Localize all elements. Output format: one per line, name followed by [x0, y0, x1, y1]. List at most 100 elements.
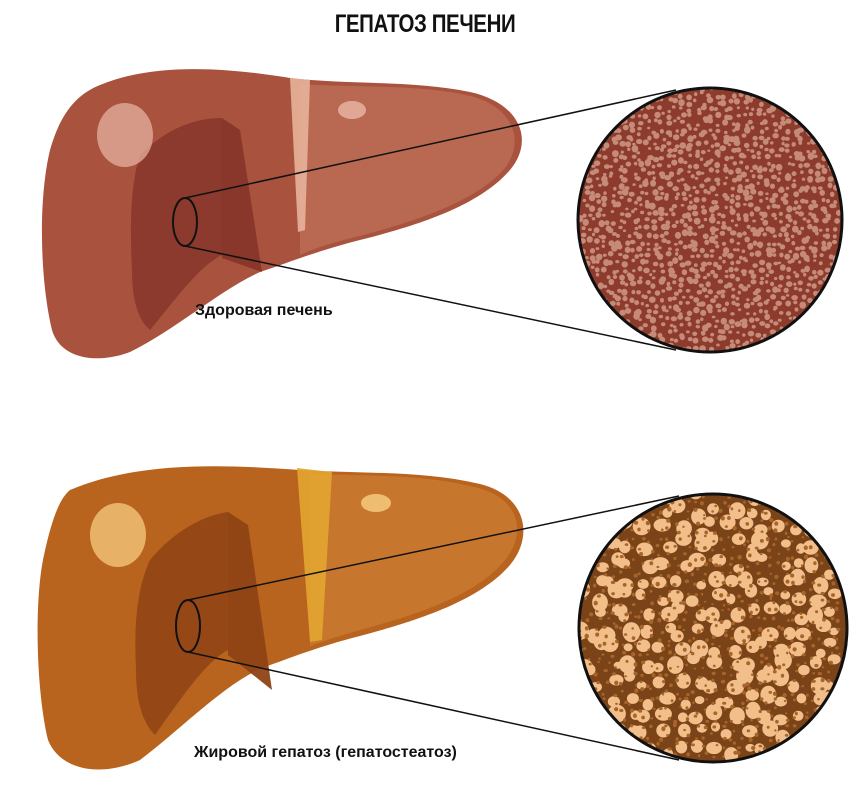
- tissue-cell: [701, 205, 705, 209]
- tissue-cell: [602, 653, 605, 655]
- tissue-cell: [582, 271, 585, 275]
- tissue-cell: [678, 149, 684, 154]
- tissue-cell: [702, 579, 705, 582]
- tissue-cell: [647, 243, 651, 246]
- tissue-cell: [681, 204, 685, 207]
- tissue-cell: [765, 323, 771, 328]
- tissue-cell: [729, 652, 733, 656]
- tissue-cell: [721, 335, 726, 340]
- tissue-cell: [629, 298, 634, 304]
- tissue-cell: [703, 233, 709, 239]
- tissue-cell: [790, 639, 793, 642]
- tissue-cell: [687, 226, 693, 231]
- tissue-cell: [624, 675, 627, 677]
- tissue-cell: [805, 557, 819, 573]
- tissue-cell: [802, 536, 805, 538]
- tissue-cell: [647, 171, 652, 176]
- tissue-cell: [622, 261, 628, 267]
- tissue-cell: [604, 164, 610, 169]
- tissue-cell: [697, 645, 700, 649]
- tissue-cell: [613, 140, 619, 145]
- tissue-cell: [786, 267, 791, 272]
- tissue-cell: [806, 694, 809, 697]
- tissue-cell: [650, 283, 655, 289]
- tissue-cell: [710, 249, 715, 253]
- tissue-cell: [671, 160, 677, 166]
- tissue-cell: [672, 280, 676, 284]
- tissue-cell: [676, 308, 681, 313]
- tissue-cell: [675, 742, 679, 745]
- tissue-cell: [833, 204, 836, 207]
- tissue-cell: [718, 654, 722, 658]
- tissue-cell: [729, 267, 734, 273]
- tissue-cell: [725, 302, 729, 307]
- tissue-cell: [668, 640, 671, 643]
- tissue-cell: [588, 214, 592, 217]
- tissue-cell: [736, 661, 739, 663]
- tissue-cell: [804, 315, 809, 319]
- tissue-cell: [721, 214, 726, 219]
- tissue-cell: [687, 734, 691, 737]
- tissue-cell: [602, 589, 606, 593]
- tissue-cell: [735, 224, 738, 227]
- tissue-cell: [802, 675, 805, 678]
- tissue-cell: [774, 538, 777, 541]
- tissue-cell: [806, 219, 810, 223]
- tissue-cell: [668, 329, 673, 334]
- tissue-cell: [777, 288, 781, 292]
- tissue-cell: [821, 245, 827, 251]
- tissue-cell: [608, 251, 614, 257]
- tissue-cell: [752, 325, 756, 329]
- tissue-cell: [821, 241, 826, 246]
- tissue-cell: [704, 218, 708, 221]
- tissue-cell: [629, 611, 632, 614]
- tissue-cell: [668, 590, 671, 593]
- tissue-cell: [705, 751, 709, 755]
- tissue-cell: [698, 676, 701, 680]
- tissue-cell: [752, 263, 757, 268]
- tissue-cell: [662, 680, 665, 683]
- tissue-cell: [610, 655, 614, 658]
- tissue-cell: [709, 167, 714, 172]
- tissue-cell: [729, 563, 733, 566]
- tissue-cell: [767, 266, 772, 270]
- tissue-cell: [735, 339, 740, 344]
- tissue-cell: [724, 324, 730, 331]
- tissue-cell: [702, 336, 709, 342]
- tissue-cell: [681, 112, 687, 117]
- tissue-cell: [791, 566, 794, 570]
- tissue-cell: [638, 548, 641, 551]
- tissue-cell: [813, 254, 817, 258]
- tissue-cell: [759, 102, 764, 107]
- tissue-cell: [604, 585, 607, 587]
- tissue-cell: [802, 591, 806, 596]
- tissue-cell: [688, 127, 692, 131]
- tissue-cell: [822, 168, 828, 174]
- tissue-cell: [714, 576, 716, 579]
- tissue-cell: [661, 270, 666, 274]
- tissue-cell: [827, 217, 830, 220]
- tissue-cell: [650, 317, 656, 324]
- tissue-cell: [640, 242, 645, 247]
- tissue-cell: [638, 643, 641, 645]
- tissue-cell: [631, 259, 635, 263]
- tissue-cell: [759, 145, 763, 149]
- tissue-cell: [666, 519, 670, 523]
- tissue-cell: [720, 100, 727, 107]
- tissue-cell: [755, 288, 761, 293]
- tissue-cell: [688, 164, 692, 168]
- tissue-cell: [803, 273, 806, 277]
- tissue-cell: [700, 676, 702, 678]
- tissue-cell: [773, 647, 776, 649]
- tissue-cell: [818, 280, 823, 284]
- tissue-cell: [705, 638, 708, 641]
- tissue-cell: [628, 566, 631, 569]
- tissue-cell: [632, 558, 635, 561]
- tissue-cell: [746, 707, 749, 709]
- tissue-cell: [793, 594, 796, 598]
- tissue-cell: [661, 529, 664, 532]
- tissue-cell: [756, 295, 761, 301]
- tissue-cell: [695, 274, 701, 279]
- tissue-cell: [778, 233, 782, 237]
- tissue-cell: [686, 102, 692, 108]
